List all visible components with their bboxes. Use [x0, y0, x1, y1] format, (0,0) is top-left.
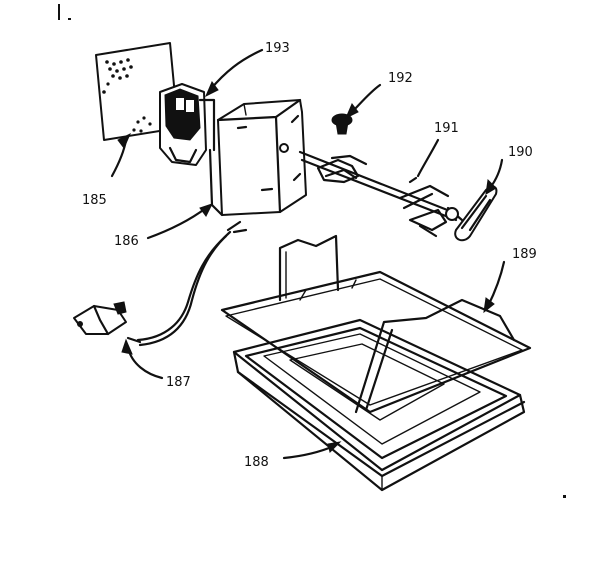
power-cord-187 [73, 220, 248, 347]
label-190: 190 [508, 145, 533, 160]
label-192: 192 [388, 71, 413, 86]
label-189: 189 [512, 247, 537, 262]
label-193: 193 [265, 41, 290, 56]
scan-specks [58, 4, 566, 498]
label-186: 186 [114, 234, 139, 249]
label-187: 187 [166, 375, 191, 390]
label-188: 188 [244, 455, 269, 470]
bracket-193 [159, 83, 216, 166]
leader-lines [110, 48, 506, 460]
part-labels: 193 192 191 190 185 186 189 187 188 [82, 41, 537, 470]
drip-pan-188 [232, 318, 526, 492]
spit-handle-190 [445, 185, 498, 242]
label-191: 191 [434, 121, 459, 136]
rotisserie-motor-186 [208, 98, 307, 217]
spit-rod-191 [298, 150, 458, 238]
label-185: 185 [82, 193, 107, 208]
screw-192 [331, 113, 353, 135]
